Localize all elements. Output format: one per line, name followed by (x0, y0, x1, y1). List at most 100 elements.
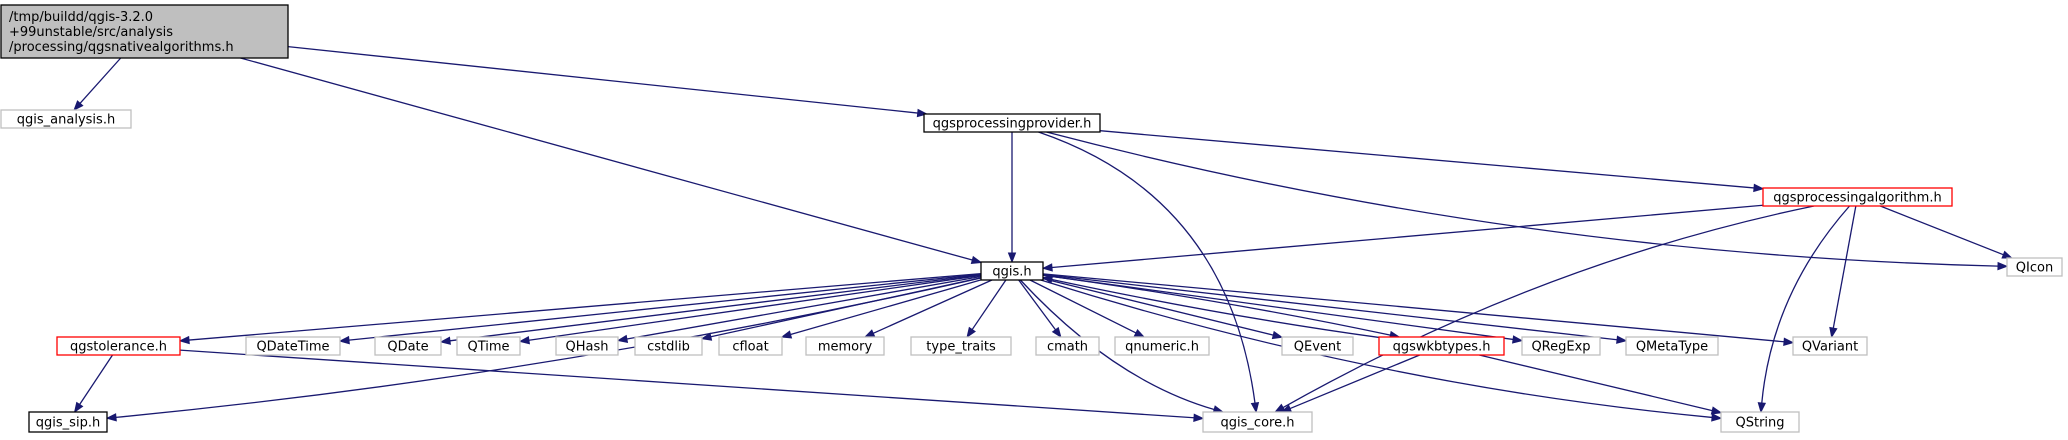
node-box-cmath (1035, 336, 1100, 356)
node-label-type_traits: type_traits (926, 340, 996, 355)
edge-qgis-to-qnumeric (1029, 279, 1137, 334)
node-label-qgsprocessingalgorithm: qgsprocessingalgorithm.h (1773, 191, 1941, 206)
node-label-qvariant: QVariant (1802, 340, 1858, 355)
node-box-memory (805, 336, 885, 356)
node-box-qgis_analysis (0, 109, 132, 129)
arrowhead-root-to-qgis_analysis (73, 100, 84, 112)
node-root[interactable]: /tmp/buildd/qgis-3.2.0+99unstable/src/an… (0, 4, 289, 59)
node-box-qmetatype (1625, 336, 1719, 356)
node-type_traits[interactable]: type_traits (910, 336, 1012, 356)
node-box-qicon (2006, 257, 2063, 277)
edge-qgis-to-qevent (1042, 277, 1274, 336)
node-qgsprocessingprovider[interactable]: qgsprocessingprovider.h (923, 113, 1101, 133)
node-label-root-line-0: /tmp/buildd/qgis-3.2.0 (9, 10, 153, 25)
node-qdatetime[interactable]: QDateTime (245, 336, 341, 356)
node-label-qmetatype: QMetaType (1636, 340, 1708, 355)
node-label-qgis_core: qgis_core.h (1221, 416, 1295, 431)
edge-qgstolerance-to-qgis_core (179, 349, 1195, 419)
node-qvariant[interactable]: QVariant (1792, 336, 1868, 356)
edge-qgswkbtypes-to-qgis_core (1289, 354, 1420, 410)
arrowhead-qgis-to-qvariant (1783, 337, 1795, 346)
arrowhead-qgis-to-qhash (616, 334, 629, 344)
edge-qgis-to-qhash (626, 275, 982, 340)
edge-qgis-to-cstdlib (710, 277, 982, 338)
node-label-cmath: cmath (1047, 340, 1088, 355)
edge-qgis-to-qgis_core (1019, 279, 1215, 411)
node-label-memory: memory (818, 340, 873, 355)
node-qtime[interactable]: QTime (456, 336, 521, 356)
node-box-qregexp (1521, 336, 1601, 356)
edge-qgis-to-qvariant (1042, 273, 1785, 343)
arrowhead-qgis-to-qgstolerance (178, 335, 190, 345)
node-qgswkbtypes[interactable]: qgswkbtypes.h (1378, 336, 1505, 356)
node-label-root-line-2: /processing/qgsnativealgorithms.h (9, 40, 234, 55)
node-qstring[interactable]: QString (1720, 411, 1800, 433)
node-memory[interactable]: memory (805, 336, 885, 356)
node-box-qdate (374, 336, 442, 356)
node-label-cstdlib: cstdlib (647, 340, 690, 355)
node-label-qnumeric: qnumeric.h (1125, 340, 1199, 355)
node-qgis_sip[interactable]: qgis_sip.h (28, 411, 108, 433)
node-qgis_analysis[interactable]: qgis_analysis.h (0, 109, 132, 129)
arrowhead-root-to-qgsprocessingprovider (916, 108, 929, 118)
node-box-qgis_core (1202, 411, 1313, 433)
edge-qgsprocessingalgorithm-to-qstring (1761, 205, 1851, 404)
edge-qgsprocessingalgorithm-to-qvariant (1832, 205, 1857, 329)
node-qicon[interactable]: QIcon (2006, 257, 2063, 277)
arrowhead-qgsprocessingalgorithm-to-qstring (1757, 402, 1767, 414)
node-cfloat[interactable]: cfloat (718, 336, 783, 356)
node-qhash[interactable]: QHash (555, 336, 619, 356)
node-label-qevent: QEvent (1294, 340, 1341, 355)
edge-qgswkbtypes-to-qstring (1479, 354, 1713, 412)
arrowhead-qgsprocessingalgorithm-to-qgis (1041, 263, 1053, 272)
node-qregexp[interactable]: QRegExp (1521, 336, 1601, 356)
edge-qgsprocessingalgorithm-to-qgis_core (1282, 205, 1815, 409)
arrowhead-qgsprocessingprovider-to-qgis_core (1250, 402, 1260, 414)
node-cmath[interactable]: cmath (1035, 336, 1100, 356)
node-qgsprocessingalgorithm[interactable]: qgsprocessingalgorithm.h (1762, 187, 1953, 207)
node-qgis[interactable]: qgis.h (980, 261, 1044, 281)
node-box-qnumeric (1114, 336, 1210, 356)
node-box-qevent (1281, 336, 1354, 356)
arrowhead-qgstolerance-to-qgis_core (1193, 413, 1205, 422)
node-box-cfloat (718, 336, 783, 356)
node-label-qhash: QHash (566, 340, 609, 355)
node-qnumeric[interactable]: qnumeric.h (1114, 336, 1210, 356)
edge-qgis-to-qgswkbtypes (1042, 274, 1391, 336)
node-label-qgswkbtypes: qgswkbtypes.h (1393, 340, 1491, 355)
node-cstdlib[interactable]: cstdlib (634, 336, 703, 356)
arrowhead-qgswkbtypes-to-qstring (1710, 406, 1723, 415)
arrowhead-qgsprocessingalgorithm-to-qgis_core (1274, 403, 1286, 413)
node-box-qhash (555, 336, 619, 356)
node-box-qtime (456, 336, 521, 356)
node-label-qgstolerance: qgstolerance.h (70, 340, 167, 355)
node-qdate[interactable]: QDate (374, 336, 442, 356)
edge-qgsprocessingprovider-to-qgis_core (1038, 131, 1256, 404)
arrowhead-qgis-to-memory (863, 329, 876, 338)
node-qevent[interactable]: QEvent (1281, 336, 1354, 356)
arrowhead-qgis-to-type_traits (966, 326, 976, 339)
arrowhead-qgis-to-qnumeric (1133, 328, 1146, 338)
arrowhead-qgis-to-qdatetime (338, 335, 350, 345)
node-box-qgsprocessingprovider (923, 113, 1101, 133)
arrowhead-qgsprocessingalgorithm-to-qvariant (1829, 326, 1838, 339)
edge-qgis-to-qstring (1040, 279, 1713, 419)
node-qgstolerance[interactable]: qgstolerance.h (56, 336, 181, 356)
node-label-qdate: QDate (387, 340, 428, 355)
edge-qgis-to-memory (872, 279, 993, 334)
node-box-qgswkbtypes (1378, 336, 1505, 356)
arrowhead-qgswkbtypes-to-qgis (1041, 275, 1054, 284)
arrowhead-qgis-to-cmath (1051, 326, 1062, 339)
node-label-qtime: QTime (467, 340, 509, 355)
node-box-qgis (980, 261, 1044, 281)
node-box-qstring (1720, 411, 1800, 433)
edge-qgis-to-qtime (528, 274, 982, 341)
edge-qgis-to-qgstolerance (188, 272, 982, 341)
arrowhead-qgis-to-qevent (1271, 330, 1284, 340)
node-label-qicon: QIcon (2016, 261, 2053, 276)
node-qmetatype[interactable]: QMetaType (1625, 336, 1719, 356)
node-qgis_core[interactable]: qgis_core.h (1202, 411, 1313, 433)
arrowhead-qgis-to-cfloat (780, 330, 793, 339)
node-layer: /tmp/buildd/qgis-3.2.0+99unstable/src/an… (0, 4, 2063, 433)
